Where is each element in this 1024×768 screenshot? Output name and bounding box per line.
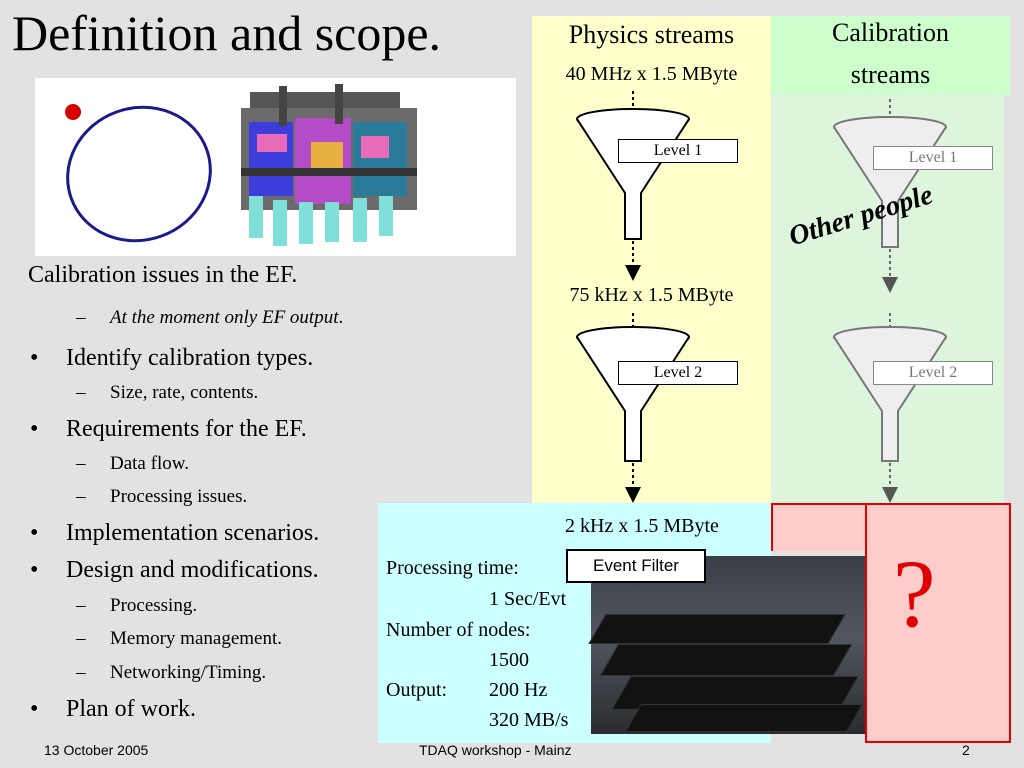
sub-bullet-text: Data flow. [110,453,189,474]
level2-box: Level 2 [618,361,738,385]
event-filter-box: Event Filter [566,549,706,583]
level1-box: Level 1 [618,139,738,163]
rack-row [599,644,853,676]
sub-bullet-text: Size, rate, contents. [110,382,259,403]
bullet-marker: • [30,696,39,722]
calibration-level2-funnel [833,326,947,462]
dash-marker: – [76,595,86,616]
sub-bullet-item: – Memory management. [76,628,282,650]
bullet-text: Design and modifications. [66,557,319,583]
unknown-calibration-panel [865,503,1011,743]
bullet-text: Requirements for the EF. [66,416,307,442]
sub-bullet-item: – Networking/Timing. [76,662,266,684]
output-rate-value: 200 Hz [489,679,548,701]
output-bandwidth-value: 320 MB/s [489,709,569,731]
sub-bullet-item: – At the moment only EF output. [76,307,343,329]
level2-funnel [576,326,690,462]
calibration-heading-line2: streams [850,60,931,89]
sub-bullet-text: At the moment only EF output [110,307,339,328]
physics-rate-level1-output: 75 kHz x 1.5 MByte [569,284,734,306]
physics-heading: Physics streams [568,20,735,49]
bullet-marker: • [30,345,39,371]
sub-bullet-text: Processing. [110,595,198,616]
physics-streams-panel [532,16,771,511]
sub-bullet-item: – Processing. [76,595,197,617]
processing-time-label: Processing time: [386,557,519,579]
physics-rate-level2-output: 2 kHz x 1.5 MByte [565,515,719,537]
dash-marker: – [76,382,86,403]
output-label: Output: [386,679,448,701]
nodes-value: 1500 [489,649,529,671]
accelerator-ring [66,105,212,243]
bullet-text: Plan of work. [66,696,196,722]
dash-marker: – [76,453,86,474]
sub-bullet-item: – Size, rate, contents. [76,382,258,404]
question-mark: ? [893,540,936,647]
sub-bullet-punct: . [338,307,344,328]
level1-funnel [576,108,690,240]
bullet-item: • Plan of work. [30,696,196,723]
dash-marker: – [76,307,86,328]
calibration-level1-box: Level 1 [873,146,993,170]
bullet-text: Implementation scenarios. [66,520,320,546]
nodes-label: Number of nodes: [386,619,531,641]
calibration-heading-line1: Calibration [832,18,949,47]
processing-time-value: 1 Sec/Evt [489,588,567,610]
physics-rate-input: 40 MHz x 1.5 MByte [565,63,738,85]
detector-images [35,78,516,256]
dash-marker: – [76,486,86,507]
bullet-item: • Implementation scenarios. [30,520,319,547]
slide-title: Definition and scope. [12,5,442,61]
sub-bullet-text: Processing issues. [110,486,248,507]
footer-event: TDAQ workshop - Mainz [419,742,572,758]
rack-row [588,614,846,644]
footer-date: 13 October 2005 [44,742,149,758]
dash-marker: – [76,662,86,683]
bullet-item: Calibration issues in the EF. [28,262,298,288]
bullet-item: • Design and modifications. [30,557,319,584]
bullet-item: • Requirements for the EF. [30,416,307,443]
sub-bullet-item: – Processing issues. [76,486,247,508]
bullet-marker: • [30,520,39,546]
lhc-ring-and-detector-illustration [65,84,417,246]
calibration-streams-header [771,16,1010,96]
footer-page-number: 2 [962,742,970,758]
computer-farm-photo [588,556,865,734]
ring-marker [65,104,81,120]
rack-row [624,704,864,732]
sub-bullet-text: Networking/Timing. [110,662,267,683]
dash-marker: – [76,628,86,649]
sub-bullet-item: – Data flow. [76,453,189,475]
bullet-marker: • [30,557,39,583]
bullet-text: Identify calibration types. [66,345,314,371]
unknown-calibration-panel-top [771,503,867,551]
detector-drawing [241,84,417,246]
bullet-item: • Identify calibration types. [30,345,313,372]
sub-bullet-text: Memory management. [110,628,283,649]
calibration-level2-box: Level 2 [873,361,993,385]
bullet-marker: • [30,416,39,442]
